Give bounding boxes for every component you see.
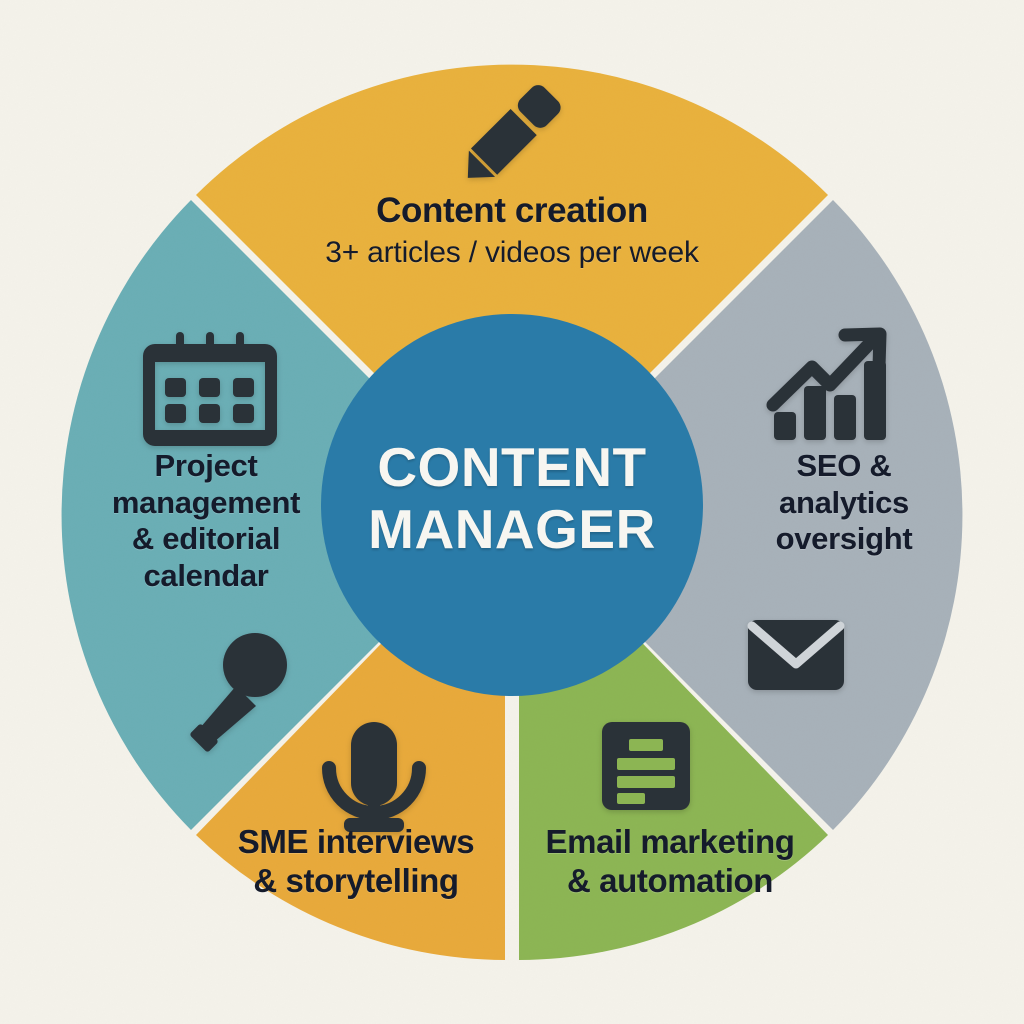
growth-chart-icon <box>766 327 887 440</box>
newsletter-document-icon <box>602 722 690 810</box>
envelope-icon <box>747 620 845 690</box>
studio-microphone-icon <box>322 722 426 832</box>
pencil-icon <box>467 85 561 178</box>
handheld-microphone-icon <box>190 633 287 752</box>
center-hub-circle[interactable] <box>321 314 703 696</box>
calendar-icon <box>143 332 277 446</box>
